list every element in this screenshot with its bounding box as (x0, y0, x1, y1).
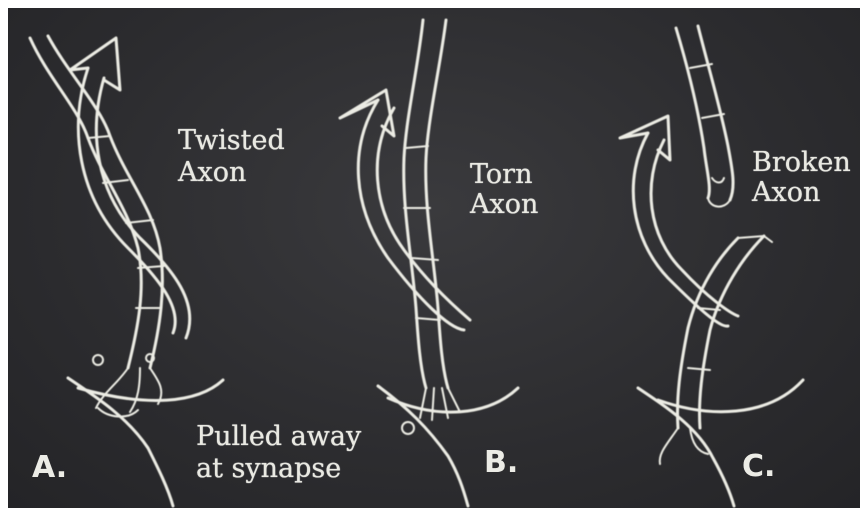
panel-b-label-line1: Torn (470, 160, 532, 190)
panel-b-letter: B. (484, 448, 518, 478)
panel-c-label-line1: Broken (752, 148, 851, 178)
panel-a-label-line2: Axon (178, 158, 246, 188)
diagram-board: Twisted Axon Pulled away at synapse A. T… (8, 8, 860, 508)
panel-b-label-line2: Axon (470, 190, 538, 220)
panel-c-letter: C. (742, 452, 775, 482)
panel-a-letter: A. (32, 453, 67, 483)
panel-a-drawing (30, 36, 223, 506)
panel-b-drawing (340, 20, 518, 506)
panel-c-drawing (620, 26, 803, 506)
axon-illustration (8, 8, 860, 508)
synapse-note-line2: at synapse (196, 454, 341, 484)
synapse-note-line1: Pulled away (196, 422, 361, 452)
panel-c-label-line2: Axon (752, 178, 820, 208)
panel-a-label-line1: Twisted (178, 126, 285, 156)
